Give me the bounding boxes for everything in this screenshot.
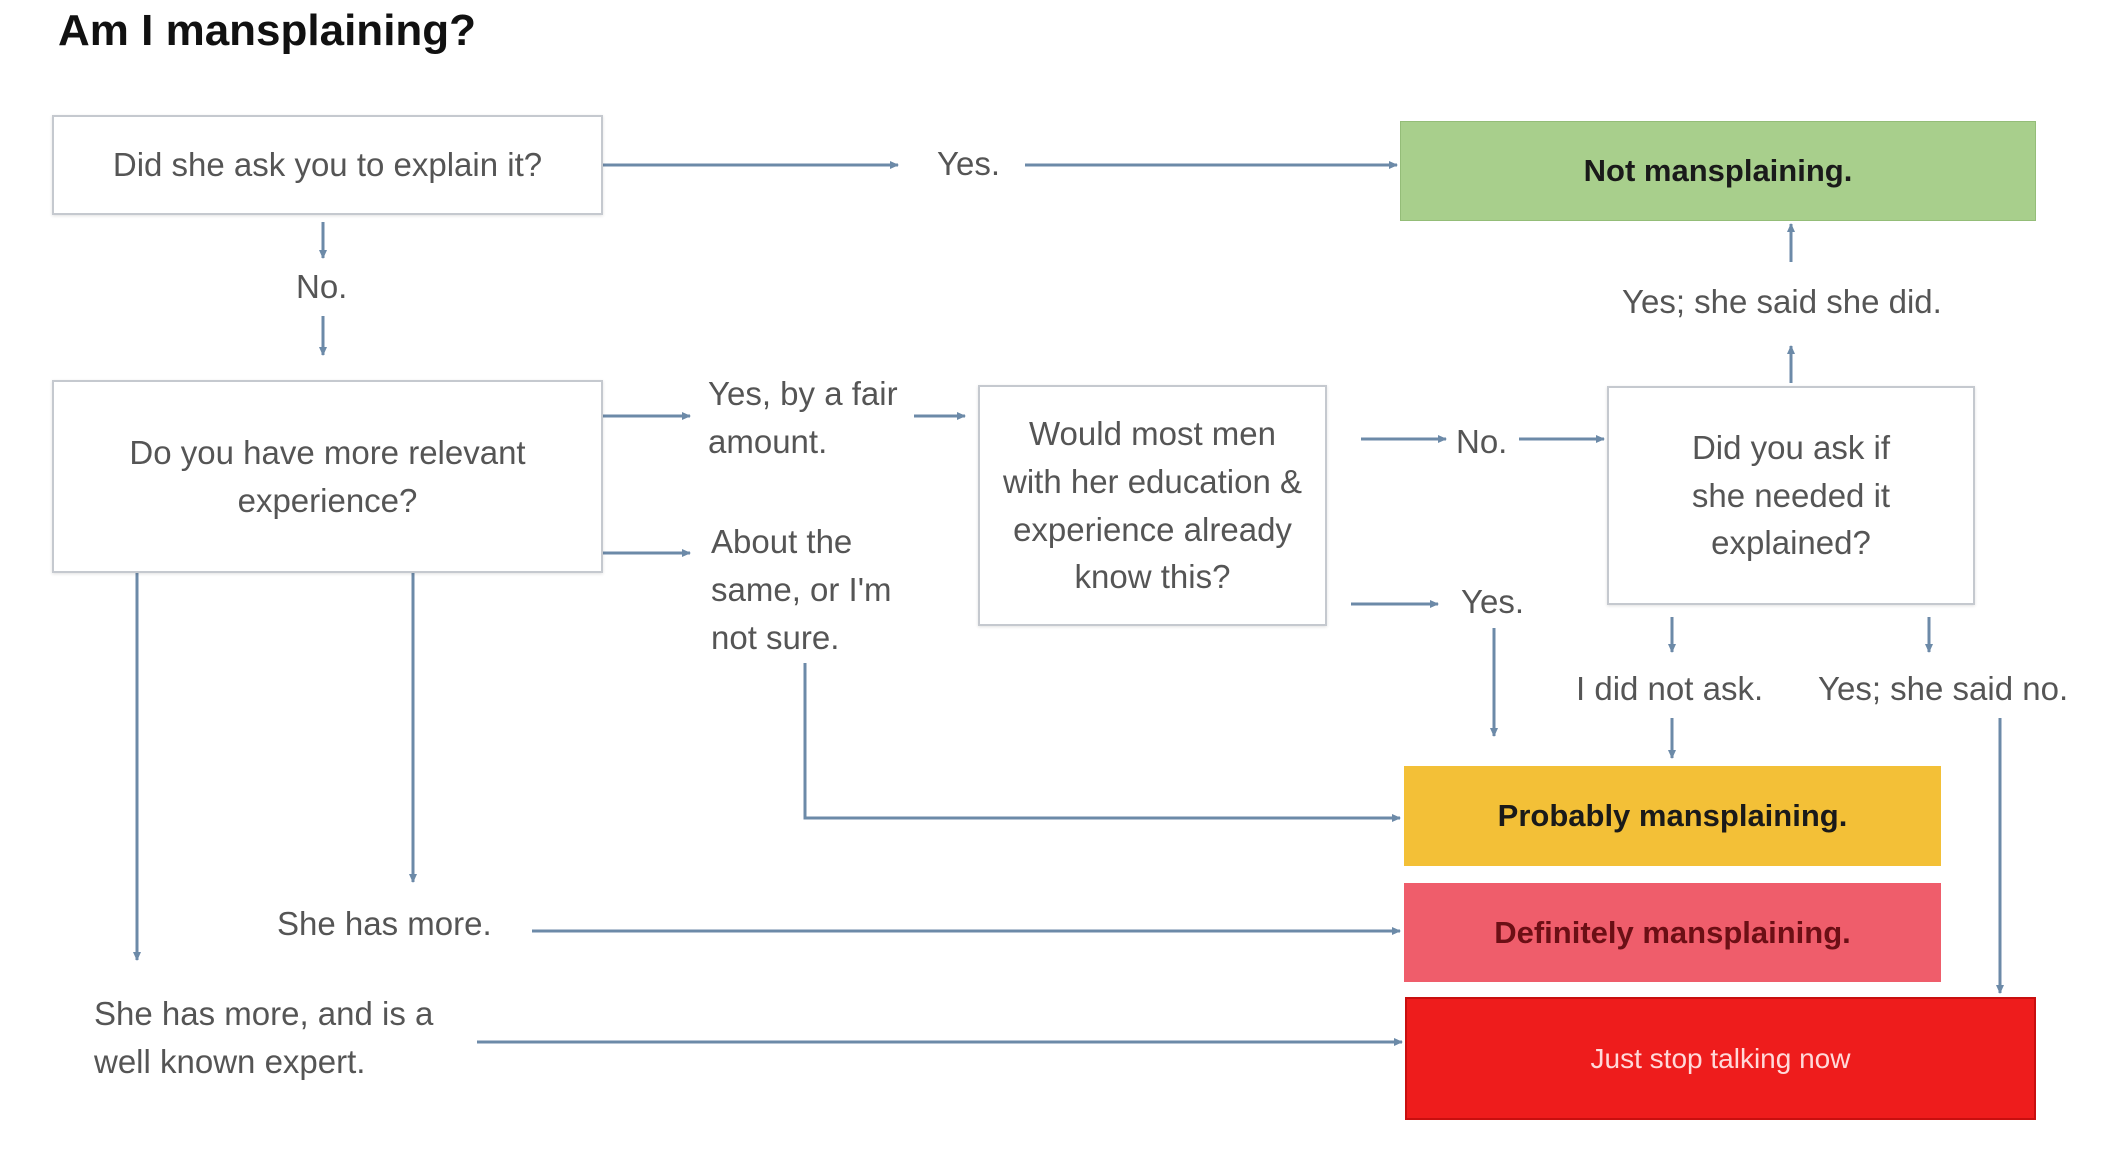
label-about-same: About the same, or I'm not sure. <box>711 523 892 656</box>
question-did-you-ask: Did you ask if she needed it explained? <box>1607 386 1975 605</box>
label-yes-top: Yes. <box>937 145 1001 182</box>
label-yes-she-did: Yes; she said she did. <box>1622 283 1942 320</box>
question-most-men: Would most men with her education & expe… <box>978 385 1327 626</box>
question-most-men-text: Would most men with her education & expe… <box>1002 414 1302 596</box>
outcome-not-mansplaining: Not mansplaining. <box>1400 121 2036 221</box>
label-did-not-ask: I did not ask. <box>1576 670 1764 707</box>
question-did-you-ask-text: Did you ask if she needed it explained? <box>1691 428 1891 562</box>
label-she-has-more: She has more. <box>277 905 492 942</box>
outcome-probably-mansplaining: Probably mansplaining. <box>1404 766 1941 866</box>
label-yes-fair-amount: Yes, by a fair amount. <box>708 375 898 460</box>
label-yes-mid: Yes. <box>1461 583 1525 620</box>
label-no-mid: No. <box>1456 423 1508 460</box>
outcome-just-stop-talking: Just stop talking now <box>1405 997 2036 1120</box>
diagram-title: Am I mansplaining? <box>58 6 477 55</box>
question-ask-explain: Did she ask you to explain it? <box>52 115 603 215</box>
label-she-said-no: Yes; she said no. <box>1818 670 2069 707</box>
question-more-experience: Do you have more relevant experience? <box>52 380 603 573</box>
label-no-left: No. <box>296 268 348 305</box>
connector-same-probably <box>803 663 1401 822</box>
outcome-definitely-mansplaining: Definitely mansplaining. <box>1404 883 1941 982</box>
question-ask-explain-text: Did she ask you to explain it? <box>112 146 543 184</box>
question-more-experience-text: Do you have more relevant experience? <box>129 433 526 519</box>
label-she-expert: She has more, and is a well known expert… <box>94 995 434 1080</box>
